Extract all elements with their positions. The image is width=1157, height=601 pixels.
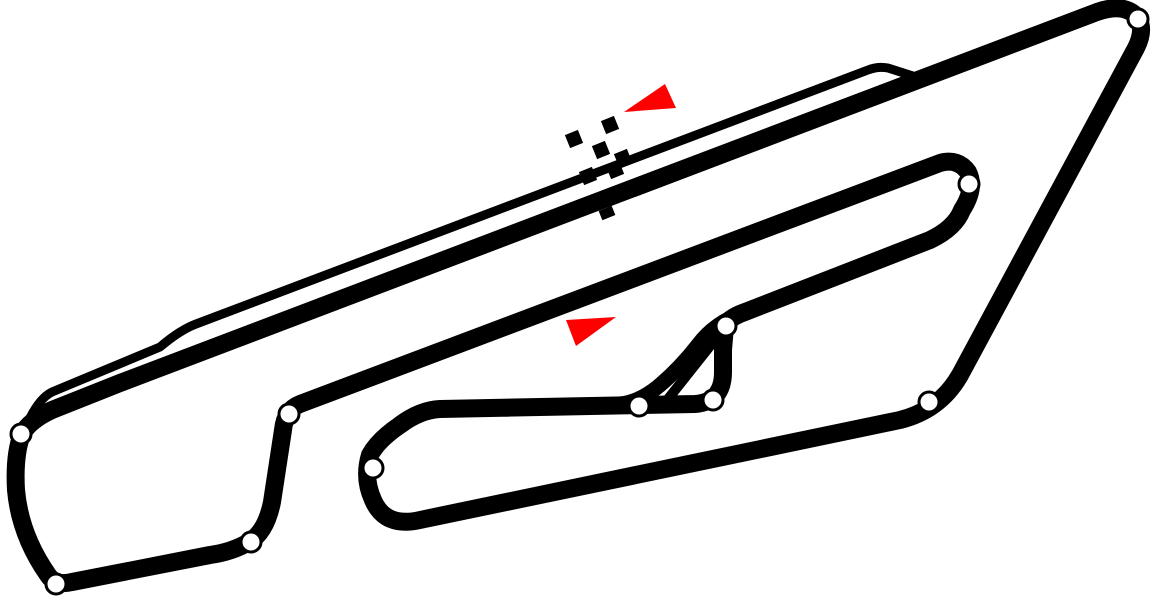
corner-marker [277, 402, 301, 426]
corner-marker [701, 388, 725, 412]
infield-connector [663, 331, 723, 404]
corner-marker [917, 390, 941, 414]
corner-marker [957, 172, 981, 196]
start-finish-flag [564, 115, 654, 221]
direction-arrow-icon [566, 317, 616, 346]
corner-marker [1126, 7, 1150, 31]
corner-marker [9, 422, 33, 446]
corner-marker [44, 572, 68, 596]
pit-lane [25, 62, 918, 423]
corner-marker [714, 314, 738, 338]
main-circuit [6, 0, 1150, 593]
corner-markers [9, 7, 1150, 596]
direction-arrow-icon [624, 84, 676, 112]
corner-marker [627, 394, 651, 418]
corner-marker [361, 456, 385, 480]
corner-marker [239, 530, 263, 554]
